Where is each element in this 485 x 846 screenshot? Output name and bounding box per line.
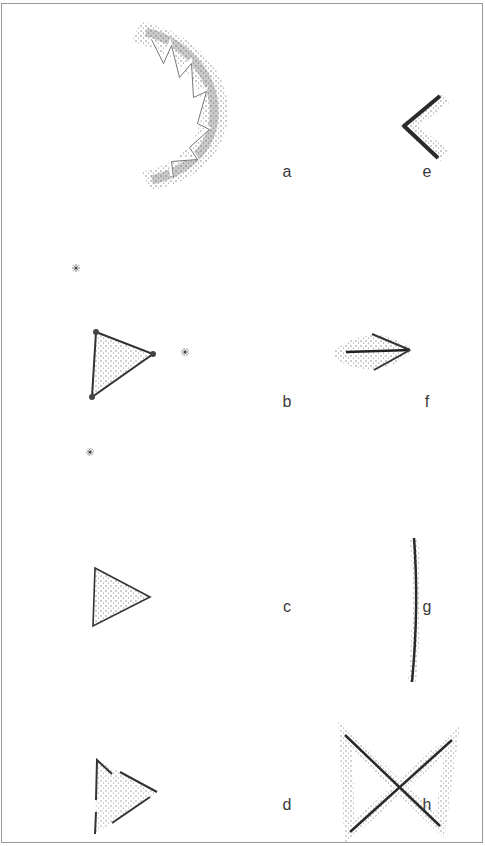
figure-letter: c (283, 599, 291, 615)
figure-letter: b (283, 394, 292, 410)
figure-letter: g (423, 599, 432, 615)
figure-a (132, 22, 228, 190)
figure-letter: h (423, 797, 432, 813)
figure-letter: f (425, 394, 429, 410)
figure-d (95, 760, 157, 834)
figure-c (93, 568, 150, 626)
figure-letter: d (283, 797, 292, 813)
figure-letter: e (423, 164, 432, 180)
figure-letter: a (283, 164, 292, 180)
figure-f (335, 334, 412, 370)
figure-b (72, 264, 189, 456)
figure-g (412, 538, 416, 682)
figure-h (345, 735, 452, 832)
plate-border (2, 4, 483, 843)
figure-e (400, 92, 450, 162)
